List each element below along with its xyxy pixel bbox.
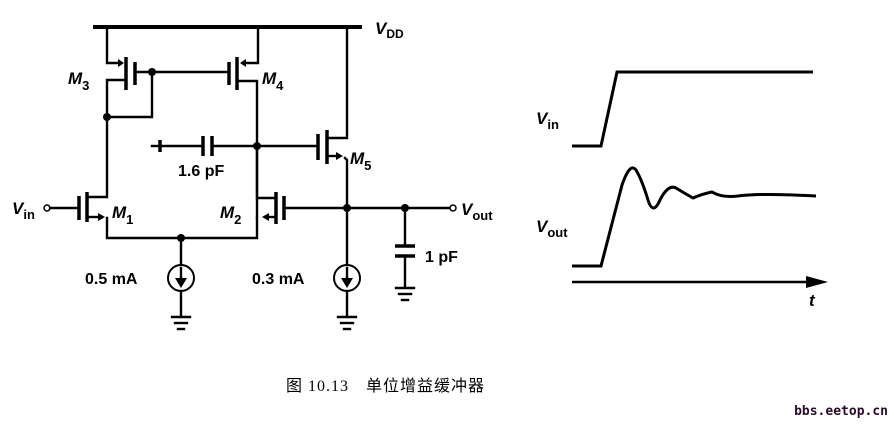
vdd-label: VDD [375, 19, 404, 41]
load-capacitor [395, 206, 415, 289]
transistor-m4 [150, 25, 260, 220]
output-current-source [333, 206, 361, 318]
figure-caption: 图 10.13 单位增益缓冲器 [286, 378, 486, 395]
transistor-m5 [255, 25, 349, 209]
vin-waveform [572, 70, 813, 148]
wave-vout-label: Vout [536, 217, 568, 240]
vout-label: Vout [461, 200, 493, 223]
m5-label: M5 [350, 149, 371, 173]
m1-label: M1 [112, 203, 133, 227]
output-node [343, 204, 457, 212]
output-current-label: 0.3 mA [252, 271, 305, 288]
wave-vin-label: Vin [536, 109, 559, 132]
m4-label: M4 [262, 69, 284, 93]
tail-current-label: 0.5 mA [85, 271, 138, 288]
watermark: bbs.eetop.cn [794, 404, 888, 419]
m3-label: M3 [68, 69, 89, 93]
transistor-m2 [255, 144, 349, 224]
ground-icon [170, 315, 192, 331]
vin-label: Vin [12, 199, 35, 222]
ground-icon [336, 315, 358, 331]
ground-icon [394, 286, 416, 302]
time-axis-arrow-icon [806, 276, 828, 288]
m2-label: M2 [220, 203, 241, 227]
transistor-m1 [43, 115, 259, 242]
tail-current-source [167, 236, 195, 318]
vout-waveform [572, 166, 817, 268]
time-label: t [809, 291, 816, 310]
load-cap-label: 1 pF [425, 249, 458, 266]
compensation-capacitor [150, 136, 261, 156]
transistor-m3 [103, 25, 156, 121]
comp-cap-label: 1.6 pF [178, 163, 224, 180]
